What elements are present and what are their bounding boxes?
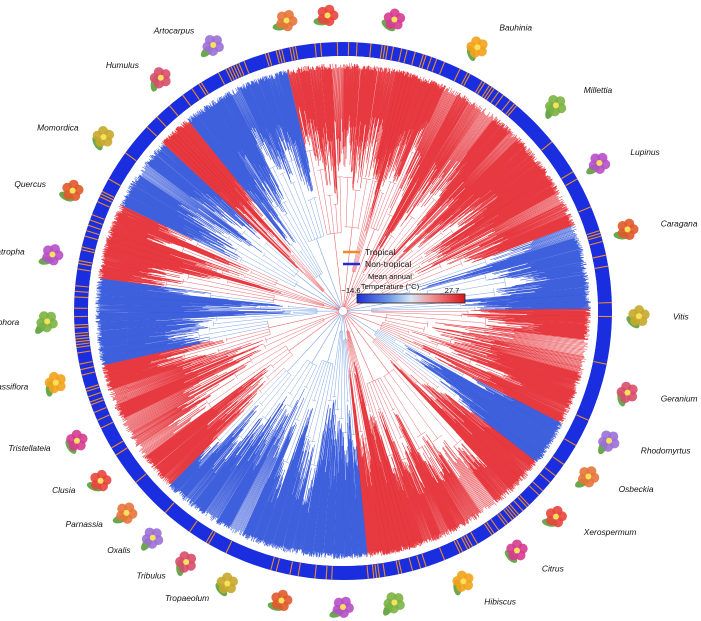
plant-illustration <box>92 126 115 151</box>
taxon-label: Momordica <box>37 123 79 133</box>
taxon-label: Rhodomyrtus <box>641 445 692 455</box>
plant-illustration <box>267 589 293 612</box>
plant-illustration <box>86 469 112 492</box>
taxon-label: Oxalis <box>107 545 131 555</box>
temperature-title-line2: Temperature (°C) <box>361 282 420 291</box>
temperature-color-bar <box>356 293 466 304</box>
taxon-label: Citrus <box>542 563 565 573</box>
plant-illustration <box>200 34 224 58</box>
temperature-max-label: 27.7 <box>445 286 460 295</box>
plant-illustration <box>383 592 405 616</box>
plant-illustration <box>313 4 339 27</box>
plant-illustration <box>65 429 88 454</box>
phylogenetic-tree <box>95 63 591 559</box>
taxon-label: Caragana <box>661 218 698 228</box>
taxon-label: Jatropha <box>0 247 25 257</box>
plant-illustration <box>175 551 197 577</box>
taxon-label: Lupinus <box>630 147 660 157</box>
plant-illustration <box>44 371 66 397</box>
taxon-label: Quercus <box>14 179 46 189</box>
taxon-label: Hibiscus <box>484 597 516 607</box>
legend: Tropical Non-tropical Mean annual Temper… <box>341 247 466 304</box>
taxon-label: Tristellateia <box>8 443 51 453</box>
plant-illustration <box>598 430 620 455</box>
temperature-title-line1: Mean annual <box>368 272 412 281</box>
plant-illustration <box>544 94 567 119</box>
plant-illustration <box>141 527 164 551</box>
plant-illustration <box>149 67 171 92</box>
plant-illustration <box>466 36 488 62</box>
plant-illustration <box>504 539 528 563</box>
plant-illustration <box>452 570 474 596</box>
taxon-label: Tribulus <box>137 571 167 581</box>
plant-illustration <box>381 8 406 32</box>
plant-illustration <box>272 9 298 32</box>
plant-illustration <box>586 152 611 175</box>
plant-illustration <box>616 381 638 407</box>
plant-illustration <box>215 572 239 597</box>
plant-illustration <box>38 244 64 266</box>
taxon-label: Vitis <box>673 312 689 322</box>
plant-illustration <box>542 505 567 528</box>
plant-illustration <box>329 596 354 618</box>
temperature-min-label: −14.6 <box>341 286 360 295</box>
taxon-label: Rhizophora <box>0 317 20 327</box>
taxon-label: Xerospermum <box>583 527 637 537</box>
taxon-label: Millettia <box>584 85 613 95</box>
taxon-label: Osbeckia <box>619 484 654 494</box>
taxon-label: Parnassia <box>66 519 104 529</box>
plant-illustrations <box>35 4 650 618</box>
plant-illustration <box>626 305 650 329</box>
taxon-label: Passiflora <box>0 382 29 392</box>
taxon-label: Tropaeolum <box>165 593 209 603</box>
taxon-label: Clusia <box>52 485 76 495</box>
plant-illustration <box>35 311 58 334</box>
legend-nontropical-label: Non-tropical <box>365 259 411 269</box>
taxon-label: Artocarpus <box>153 26 195 36</box>
climate-ring <box>73 42 612 580</box>
taxon-label: Geranium <box>661 394 698 404</box>
taxon-label: Bauhinia <box>499 23 532 33</box>
plant-illustration <box>59 179 84 202</box>
plant-illustration <box>613 218 639 241</box>
plant-illustration <box>575 466 600 488</box>
taxon-label: Humulus <box>106 60 140 70</box>
legend-tropical-label: Tropical <box>365 247 395 257</box>
plant-illustration <box>112 502 138 524</box>
